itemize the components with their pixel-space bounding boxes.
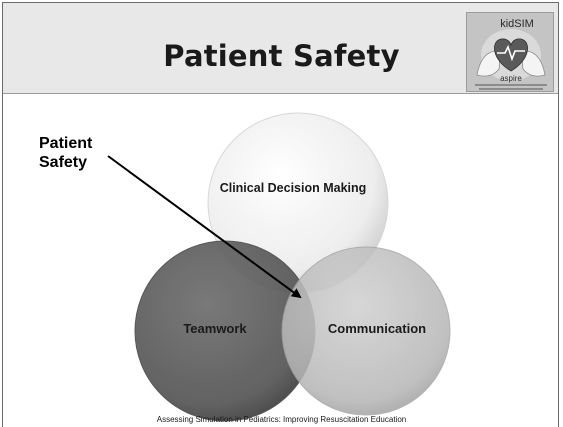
circle-communication	[281, 246, 451, 416]
slide-title: Patient Safety	[163, 39, 400, 73]
label-teamwork: Teamwork	[183, 321, 247, 336]
kidsim-aspire-logo: kidSIM aspire	[466, 12, 554, 92]
label-communication: Communication	[327, 321, 427, 336]
logo-top-text: kidSIM	[500, 18, 534, 30]
pointer-arrow	[107, 155, 302, 299]
logo-bottom-text: aspire	[500, 74, 522, 83]
heart-with-hands-icon: kidSIM aspire	[467, 13, 553, 91]
patient-safety-pointer-label: Patient Safety	[39, 135, 93, 171]
label-clinical-decision-making: Clinical Decision Making	[219, 181, 367, 195]
slide-footer: Assessing Simulation in Pediatrics: Impr…	[156, 415, 407, 424]
